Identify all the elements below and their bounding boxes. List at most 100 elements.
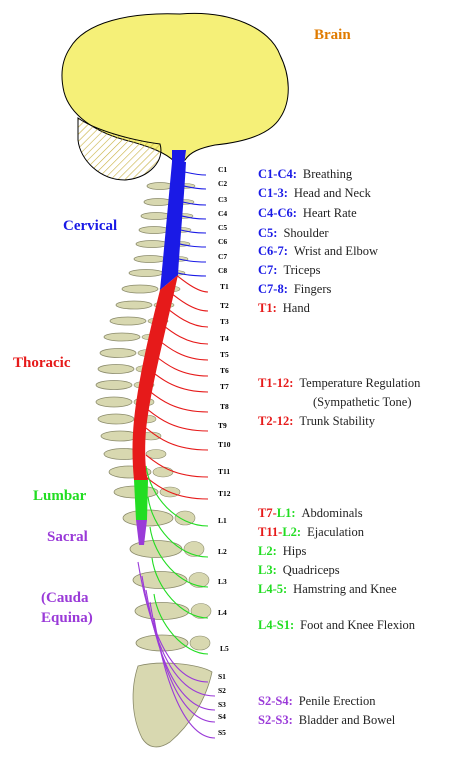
vertebra-process [175, 511, 195, 525]
vertebra-level-label: T7 [220, 382, 229, 391]
cervical-label: Cervical [63, 218, 117, 234]
function-description: Hips [283, 544, 307, 558]
vertebra-shape [135, 603, 189, 620]
function-entry: L3: Quadriceps [258, 563, 340, 577]
vertebra-level-label: S4 [218, 712, 226, 721]
vertebra-level-label: L1 [218, 516, 227, 525]
function-description: Triceps [283, 263, 320, 277]
function-code: T1-12: [258, 376, 293, 390]
function-entry: S2-S4: Penile Erection [258, 694, 376, 708]
function-description: Breathing [303, 167, 353, 181]
function-code: L3: [258, 563, 277, 577]
vertebra-level-label: S5 [218, 728, 226, 737]
vertebra-shape [98, 365, 134, 374]
vertebra-shape [104, 333, 140, 341]
function-code: T1: [258, 301, 277, 315]
vertebra-level-label: L2 [218, 547, 227, 556]
function-description: Hand [283, 301, 311, 315]
nerve-line [150, 370, 208, 392]
vertebra-shape [100, 349, 136, 358]
vertebra-shape [98, 414, 134, 424]
function-code: C7: [258, 263, 277, 277]
function-description: Fingers [294, 282, 332, 296]
vertebra-level-label: T11 [218, 467, 230, 476]
vertebra-level-label: C6 [218, 237, 227, 246]
function-entry: C5:Shoulder [258, 226, 329, 240]
function-description: Bladder and Bowel [299, 713, 396, 727]
function-entry: C4-C6: Heart Rate [258, 206, 357, 220]
vertebra-shape [147, 183, 173, 190]
function-entry: S2-S3: Bladder and Bowel [258, 713, 396, 727]
function-code: S2-S3: [258, 713, 293, 727]
vertebra-process [190, 636, 210, 650]
function-code: L2: [258, 544, 277, 558]
cauda-label-line-1: (Cauda [41, 590, 89, 606]
vertebra-process [184, 542, 204, 557]
vertebra-level-label: S2 [218, 686, 226, 695]
function-code: C5: [258, 226, 277, 240]
sacral-label: Sacral [47, 529, 88, 545]
vertebra-shape [129, 270, 163, 277]
function-code: C1-C4: [258, 167, 297, 181]
vertebra-shape [123, 510, 173, 526]
vertebra-level-label: L3 [218, 577, 227, 586]
level-labels: C1C2C3C4C5C6C7C8T1T2T3T4T5T6T7T8T9T10T11… [218, 165, 231, 737]
vertebra-process [191, 604, 211, 619]
thoracic-label: Thoracic [13, 355, 71, 371]
vertebra-level-label: T9 [218, 421, 227, 430]
function-code: L2: [282, 525, 301, 539]
function-description: Head and Neck [294, 186, 372, 200]
sacrum-shape [133, 663, 212, 747]
vertebra-shape [139, 227, 169, 234]
function-entry: T1: Hand [258, 301, 311, 315]
function-entry: L4-S1: Foot and Knee Flexion [258, 618, 416, 632]
vertebra-process [153, 467, 173, 477]
function-description: Ejaculation [307, 525, 365, 539]
function-entry: L4-5: Hamstring and Knee [258, 582, 397, 596]
vertebrae-group [96, 183, 212, 747]
function-description: Quadriceps [283, 563, 340, 577]
vertebra-level-label: C3 [218, 195, 227, 204]
function-description: Wrist and Elbow [294, 244, 378, 258]
vertebra-level-label: T4 [220, 334, 229, 343]
function-code: T11- [258, 525, 282, 539]
vertebra-process [189, 573, 209, 588]
vertebra-level-label: T2 [220, 301, 229, 310]
vertebra-level-label: L5 [220, 644, 229, 653]
vertebra-shape [96, 381, 132, 390]
cauda-label-line-2: Equina) [41, 610, 93, 626]
nerve-line [156, 338, 208, 360]
function-description: Temperature Regulation [299, 376, 421, 390]
vertebra-level-label: T1 [220, 282, 229, 291]
vertebra-shape [141, 213, 171, 220]
vertebra-level-label: T10 [218, 440, 231, 449]
vertebra-level-label: T5 [220, 350, 229, 359]
function-code: C4-C6: [258, 206, 297, 220]
vertebra-shape [110, 317, 146, 325]
function-code: S2-S4: [258, 694, 293, 708]
vertebra-shape [116, 301, 152, 309]
function-code: L4-5: [258, 582, 287, 596]
function-description: Foot and Knee Flexion [300, 618, 416, 632]
vertebra-level-label: T3 [220, 317, 229, 326]
function-code: C1-3: [258, 186, 288, 200]
function-entry: T2-12:Trunk Stability [258, 414, 376, 428]
function-description: Abdominals [302, 506, 363, 520]
function-description: Heart Rate [303, 206, 357, 220]
function-description: Penile Erection [299, 694, 376, 708]
function-entry: T7-L1:Abdominals [258, 506, 363, 520]
vertebra-shape [144, 199, 172, 206]
function-description: Trunk Stability [299, 414, 375, 428]
function-code: L4-S1: [258, 618, 294, 632]
vertebra-level-label: T12 [218, 489, 231, 498]
lumbar-label: Lumbar [33, 488, 87, 504]
function-code: T7- [258, 506, 277, 520]
brain-label: Brain [314, 27, 351, 43]
function-description: Hamstring and Knee [293, 582, 397, 596]
function-code: C6-7: [258, 244, 288, 258]
function-entry: C7-8:Fingers [258, 282, 331, 296]
function-entry: C1-C4: Breathing [258, 167, 353, 181]
